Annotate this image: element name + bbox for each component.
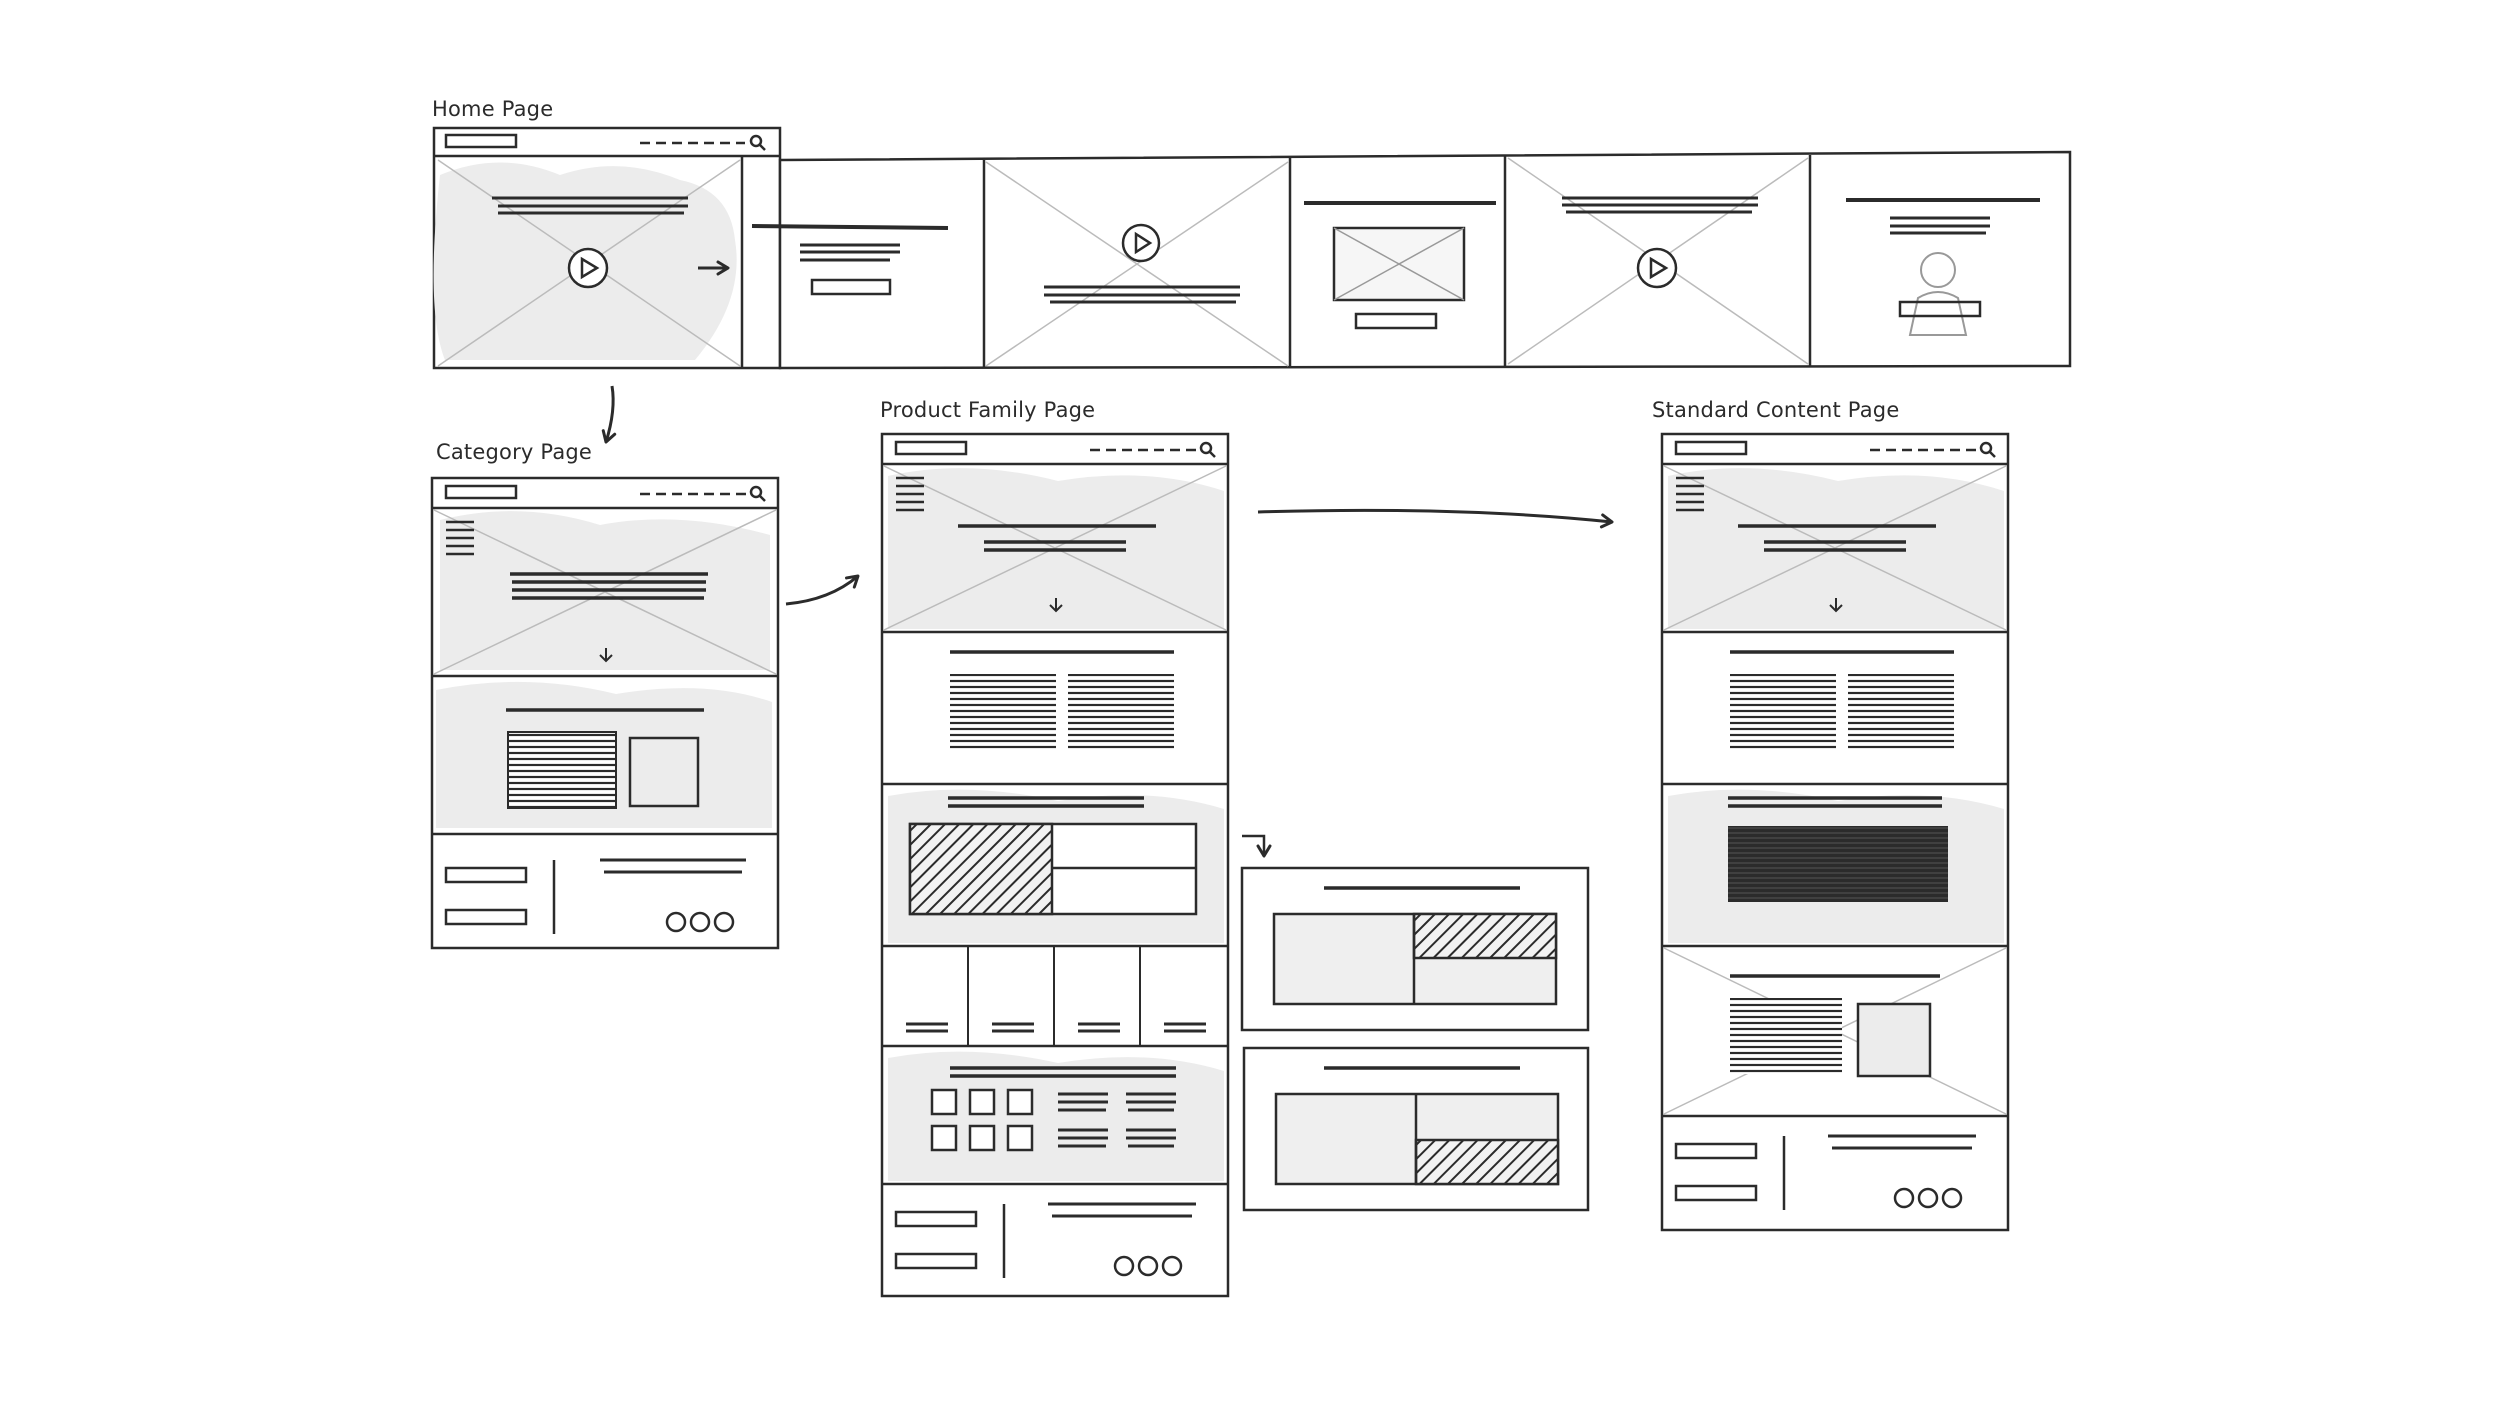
home-page-title: Home Page xyxy=(432,97,553,121)
carousel-slide-5 xyxy=(1846,198,2040,336)
social-icon[interactable] xyxy=(1137,1255,1159,1277)
person-icon xyxy=(1920,252,1956,288)
product-footer xyxy=(894,1202,1196,1278)
social-icon[interactable] xyxy=(1941,1187,1963,1209)
product-family-page-title: Product Family Page xyxy=(880,398,1095,422)
category-footer xyxy=(444,858,746,934)
social-icon[interactable] xyxy=(665,911,687,933)
scroll-down-icon[interactable] xyxy=(1049,598,1063,613)
category-hero xyxy=(433,509,777,675)
flow-arrow-product-standard xyxy=(1257,508,1614,529)
flow-arrow-home-category xyxy=(601,385,617,444)
product-two-column-text xyxy=(950,650,1174,750)
home-hero xyxy=(433,159,741,367)
product-variant-a xyxy=(1240,866,1590,1032)
standard-text-image-section xyxy=(1663,947,2007,1115)
product-feature-section xyxy=(888,789,1224,943)
standard-dark-block xyxy=(1668,789,2004,943)
menu-icon[interactable] xyxy=(1676,476,1704,512)
category-content-section xyxy=(436,681,772,828)
category-page-title: Category Page xyxy=(436,440,592,464)
standard-hero xyxy=(1663,465,2007,631)
carousel-slide-4 xyxy=(1507,157,1809,365)
social-icon[interactable] xyxy=(713,911,735,933)
carousel-slide-2 xyxy=(985,161,1289,367)
product-four-column-cards xyxy=(906,946,1206,1046)
social-icon[interactable] xyxy=(689,911,711,933)
social-icon[interactable] xyxy=(1893,1187,1915,1209)
play-icon[interactable] xyxy=(567,247,609,289)
image-placeholder xyxy=(628,736,700,808)
menu-icon[interactable] xyxy=(896,476,924,512)
product-variant-b xyxy=(1242,1046,1590,1212)
carousel-slide-3 xyxy=(1304,201,1496,330)
scroll-down-icon[interactable] xyxy=(1829,598,1843,613)
standard-content-page-title: Standard Content Page xyxy=(1652,398,1899,422)
play-icon[interactable] xyxy=(1121,223,1161,263)
product-hero xyxy=(883,465,1227,631)
product-grid-section xyxy=(888,1051,1224,1181)
social-icon[interactable] xyxy=(1161,1255,1183,1277)
flow-arrow-variants xyxy=(1242,834,1272,858)
scroll-down-icon[interactable] xyxy=(599,648,613,663)
standard-footer xyxy=(1674,1134,1976,1210)
social-icon[interactable] xyxy=(1113,1255,1135,1277)
standard-two-column-text xyxy=(1730,650,1954,750)
image-placeholder xyxy=(1856,1002,1932,1078)
carousel-slide-1 xyxy=(751,224,949,296)
play-icon[interactable] xyxy=(1636,247,1678,289)
social-icon[interactable] xyxy=(1917,1187,1939,1209)
menu-icon[interactable] xyxy=(446,520,474,556)
flow-arrow-category-product xyxy=(785,574,860,606)
